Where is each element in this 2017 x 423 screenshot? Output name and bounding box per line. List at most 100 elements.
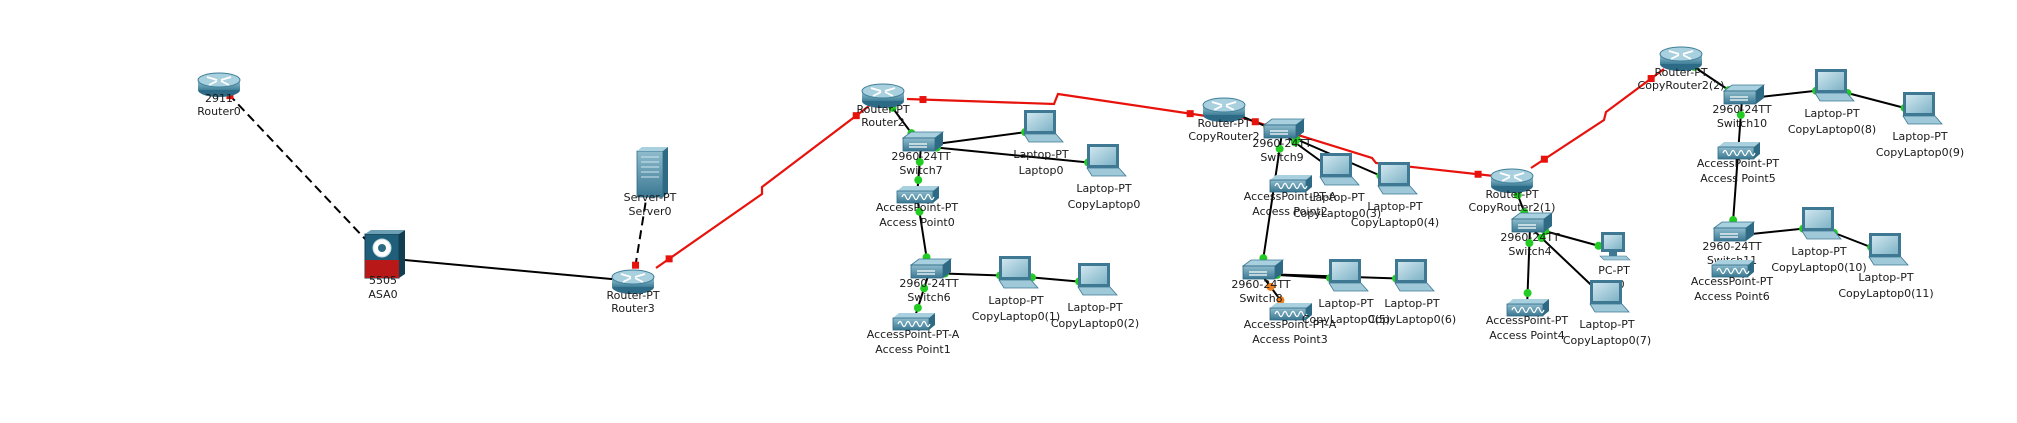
device-name-label: Router3: [611, 302, 654, 315]
laptop-icon: [1801, 207, 1842, 240]
devices-layer: 2911Router05505ASA0Server-PTServer0Route…: [197, 46, 1964, 356]
device-name-label: CopyRouter2(1): [1469, 201, 1556, 214]
device-pc0[interactable]: PC-PTPC0: [1598, 232, 1631, 291]
device-name-label: CopyRouter2(2): [1638, 79, 1725, 92]
device-name-label: CopyLaptop0(11): [1838, 287, 1933, 300]
device-model-label: Laptop-PT: [1804, 107, 1859, 120]
ap-icon: [1269, 303, 1312, 321]
port-indicator-to: [1276, 296, 1285, 305]
device-model-label: Router-PT: [1654, 66, 1707, 79]
link-copyrouter2-copyrouter2_1[interactable]: [1239, 115, 1495, 178]
device-name-label: Access Point3: [1252, 333, 1327, 346]
device-name-label: Switch7: [899, 164, 942, 177]
device-model-label: Router-PT: [856, 103, 909, 116]
device-model-label: Router-PT: [1485, 188, 1538, 201]
device-switch11[interactable]: 2960-24TTSwitch11: [1702, 221, 1762, 267]
device-name-label: Access Point6: [1694, 290, 1769, 303]
port-indicator-from: [919, 96, 927, 104]
link-asa0-router3[interactable]: [382, 257, 634, 282]
port-indicator-from: [1251, 118, 1259, 126]
laptop-icon: [998, 256, 1039, 289]
link-switch10-switch11[interactable]: [1731, 98, 1743, 237]
port-indicator-to: [1647, 75, 1655, 83]
device-name-label: CopyLaptop0(6): [1368, 313, 1456, 326]
device-name-label: Router2: [861, 116, 904, 129]
laptop-icon: [1023, 110, 1064, 143]
port-indicator-from: [1736, 110, 1745, 119]
ap-icon: [1269, 175, 1312, 193]
device-name-label: CopyRouter2: [1188, 130, 1259, 143]
device-model-label: Laptop-PT: [1892, 130, 1947, 143]
device-model-label: 5505: [369, 274, 397, 287]
device-model-label: 2960-24TT: [891, 150, 950, 163]
laptop-icon: [1814, 69, 1855, 102]
device-model-label: 2911: [205, 92, 233, 105]
device-name-label: CopyLaptop0(5): [1302, 313, 1390, 326]
router-icon: [861, 83, 905, 108]
device-name-label: Access Point0: [879, 216, 954, 229]
link-router3-router2[interactable]: [655, 105, 870, 269]
port-indicator-to: [914, 176, 923, 185]
device-model-label: PC-PT: [1598, 264, 1630, 277]
link-switch7-copylaptop0[interactable]: [920, 145, 1105, 165]
device-name-label: Switch8: [1239, 292, 1282, 305]
link-router2-copyrouter2[interactable]: [906, 92, 1207, 118]
link-switch9-switch8[interactable]: [1260, 132, 1283, 275]
laptop-icon: [1377, 162, 1418, 195]
port-indicator-from: [665, 255, 673, 263]
device-model-label: 2960-24TT: [1712, 103, 1771, 116]
device-name-label: CopyLaptop0(3): [1293, 207, 1381, 220]
ap-icon: [1717, 142, 1760, 160]
device-name-label: Switch4: [1508, 245, 1551, 258]
device-name-label: Access Point4: [1489, 329, 1564, 342]
device-model-label: AccessPoint-PT-A: [1244, 190, 1337, 203]
router-icon: [1659, 46, 1703, 71]
switch-icon: [1241, 259, 1285, 280]
device-model-label: Server-PT: [624, 191, 677, 204]
device-model-label: 2960-24TT: [899, 277, 958, 290]
device-name-label: Server0: [628, 205, 671, 218]
port-indicator-from: [1266, 282, 1275, 291]
port-indicator-from: [915, 207, 924, 216]
device-model-label: Laptop-PT: [1367, 200, 1422, 213]
link-router0-asa0[interactable]: [218, 83, 384, 259]
port-indicator-from: [920, 284, 929, 293]
link-copyrouter2_1-copyrouter2_2[interactable]: [1530, 68, 1665, 169]
switch-icon: [1510, 212, 1554, 233]
